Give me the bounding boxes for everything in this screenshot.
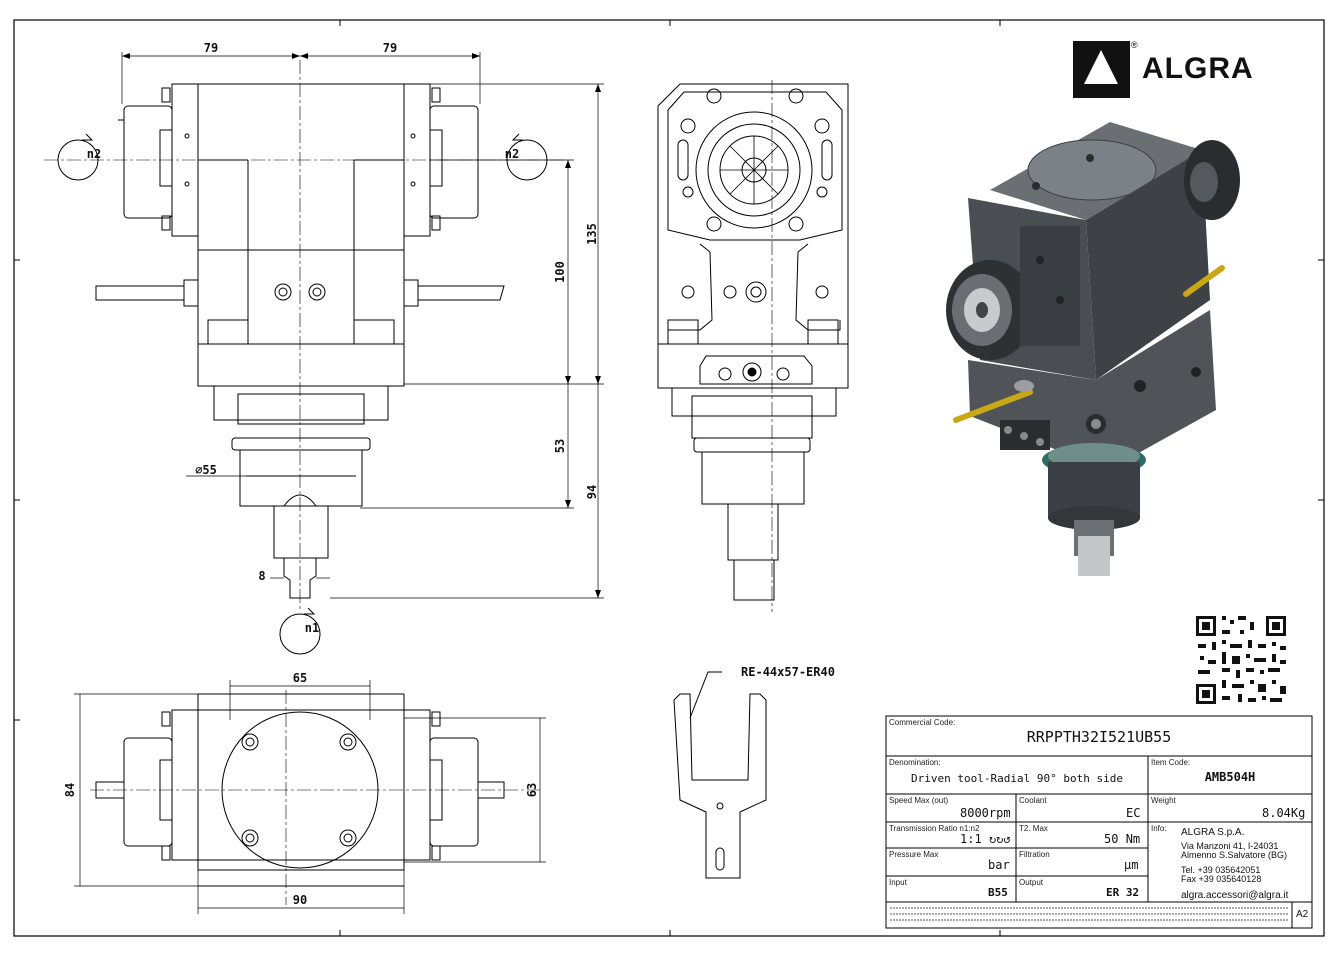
rotation-label-left: n2 [87,147,101,161]
ratio-label: Transmission Ratio n1:n2 [889,824,980,833]
coolant-value: EC [1126,806,1141,820]
algra-logo-mark [1073,41,1130,98]
dim-79-left: 79 [204,41,218,55]
output-label: Output [1019,878,1044,887]
wrench-label: RE-44x57-ER40 [741,665,835,679]
weight-label: Weight [1151,796,1176,805]
email-link[interactable]: algra.accessori@algra.it [1181,890,1289,901]
coolant-label: Coolant [1019,796,1047,805]
commercial-code: RRPPTH32I521UB55 [1026,728,1172,746]
address-line-1: Via Manzoni 41, I-24031 [1181,841,1279,851]
side-view [657,83,849,601]
front-view [95,83,505,599]
output-value: ER 32 [1106,886,1140,899]
wrench-drawing [673,671,767,879]
dim-135: 135 [585,223,599,245]
pressure-unit: bar [988,858,1010,872]
dim-63: 63 [525,783,539,797]
dim-diameter-55: ⌀55 [195,463,217,477]
pressure-label: Pressure Max [889,850,939,859]
weight-value: 8.04Kg [1262,806,1306,820]
dim-94: 94 [585,485,599,499]
dim-79-right: 79 [383,41,397,55]
torque-number: 50 [1104,832,1119,846]
torque-label: T2. Max [1019,824,1048,833]
dim-100: 100 [553,261,567,283]
dim-84: 84 [63,783,77,797]
sheet-size: A2 [1296,909,1309,920]
filtration-unit: µm [1124,858,1139,872]
torque-unit: Nm [1125,832,1141,846]
filtration-label: Filtration [1019,850,1050,859]
ratio-rotation-icon: ↻↻↺ [988,832,1011,846]
registered-mark: ® [1131,40,1138,50]
dim-65: 65 [293,671,307,685]
dim-90: 90 [293,893,307,907]
qr-code [1196,616,1286,704]
fax: Fax +39 035640128 [1181,874,1262,884]
company-name: ALGRA S.p.A. [1181,827,1245,838]
speed-unit: rpm [988,806,1011,820]
input-value: B55 [988,886,1008,899]
denomination-label: Denomination: [889,758,941,767]
brand-name: ALGRA [1142,52,1254,85]
dim-53: 53 [553,439,567,453]
input-label: Input [889,878,907,887]
speed-number: 8000 [960,806,989,820]
speed-value: 8000rpm [960,806,1011,820]
telephone: Tel. +39 035642051 [1181,865,1261,875]
product-3d-render [946,122,1240,576]
denomination: Driven tool-Radial 90° both side [911,772,1123,785]
speed-label: Speed Max (out) [889,796,949,805]
top-view [95,693,505,887]
rotation-label-right: n2 [505,147,519,161]
ratio-value: 1:1 ↻↻↺ [960,832,1011,846]
rotation-label-input: n1 [305,621,319,635]
item-code-label: Item Code: [1151,758,1191,767]
item-code: AMB504H [1204,770,1256,784]
address-line-2: Almenno S.Salvatore (BG) [1181,850,1288,860]
title-block [885,715,1313,929]
torque-value: 50 Nm [1104,832,1140,846]
dim-8: 8 [258,569,265,583]
title-block-fineprint [890,907,1288,921]
commercial-code-label: Commercial Code: [889,718,956,727]
ratio-number: 1:1 [960,832,982,846]
info-label: Info: [1151,824,1167,833]
